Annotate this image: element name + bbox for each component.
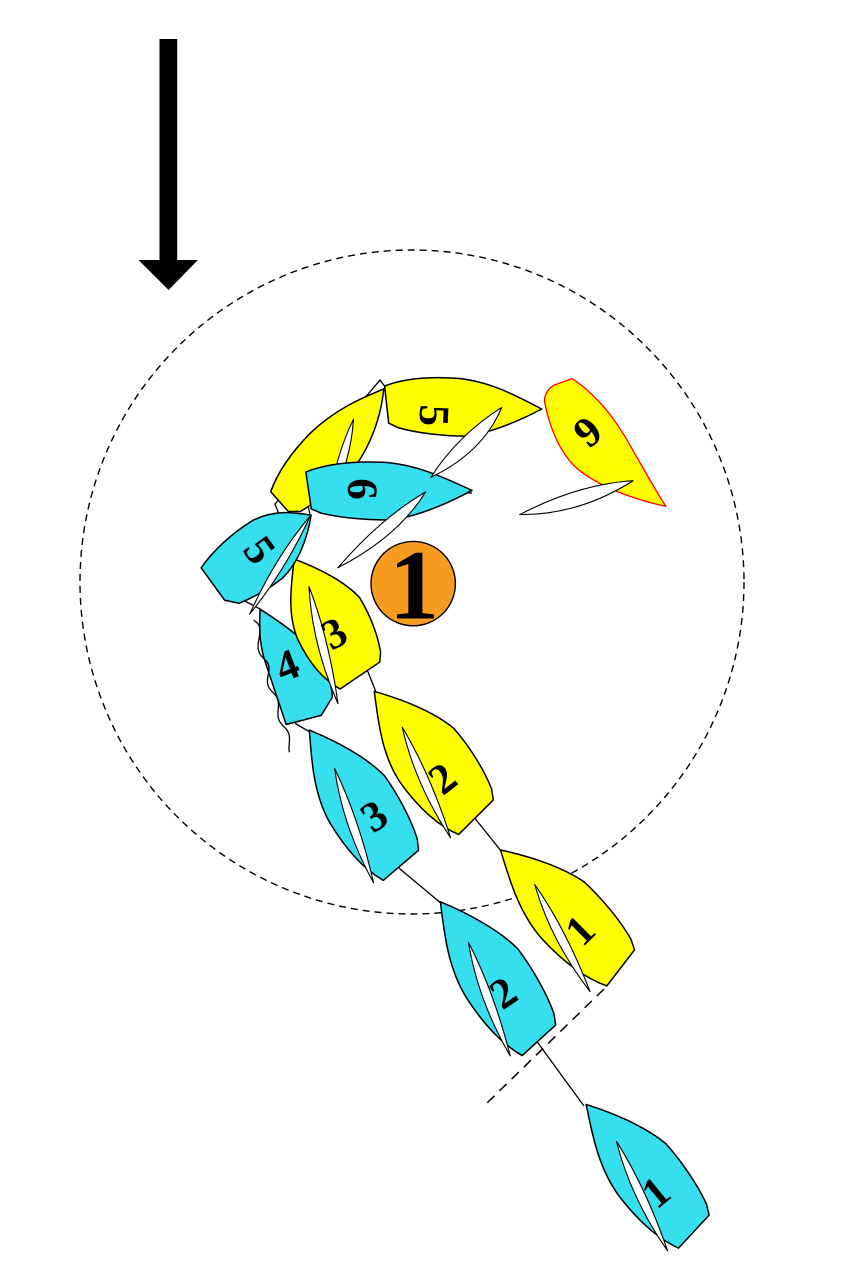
svg-text:6: 6 bbox=[338, 478, 385, 500]
svg-text:5: 5 bbox=[409, 404, 457, 427]
svg-text:1: 1 bbox=[389, 530, 439, 641]
